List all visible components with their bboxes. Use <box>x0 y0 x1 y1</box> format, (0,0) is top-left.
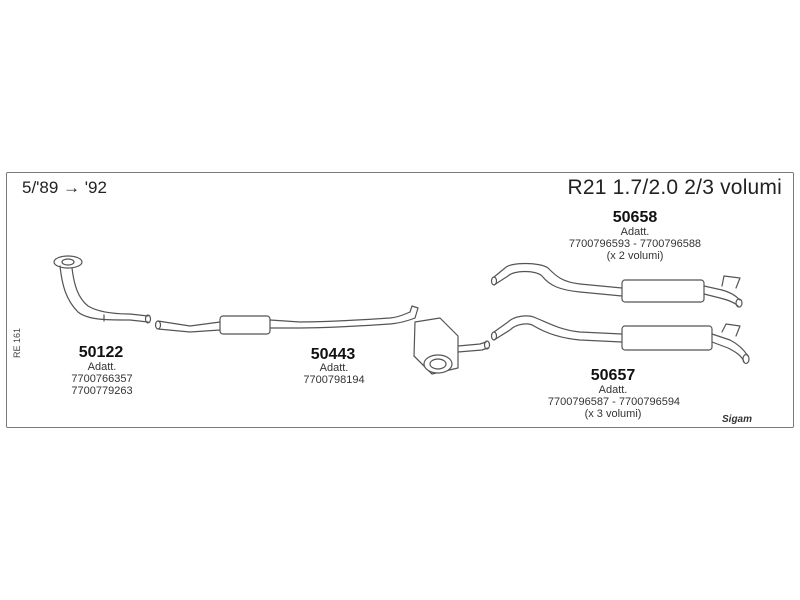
part-ref-50122-2: 7700779263 <box>71 385 133 397</box>
part-ref-50122-1: 7700766357 <box>71 373 133 385</box>
part-code-50658: 50658 <box>612 209 658 226</box>
vehicle-model: R21 1.7/2.0 2/3 volumi <box>567 176 782 199</box>
part-note-50658: (x 2 volumi) <box>606 250 664 262</box>
part-code-50443: 50443 <box>310 346 356 363</box>
part-code-50122: 50122 <box>78 344 124 361</box>
year-range: 5/'89 → '92 <box>22 178 107 197</box>
brand-logo: Sigam <box>722 414 753 425</box>
part-ref-50657-1: 7700796587 - 7700796594 <box>547 396 681 408</box>
part-50443-intermediate-pipe <box>154 305 491 375</box>
part-50657-rear-silencer <box>490 315 750 365</box>
part-ref-50443-1: 7700798194 <box>303 374 365 386</box>
part-note-50657: (x 3 volumi) <box>584 408 642 420</box>
part-adatt-50657: Adatt. <box>598 384 628 396</box>
part-50122-front-pipe <box>53 255 152 324</box>
part-ref-50658-1: 7700796593 - 7700796588 <box>568 238 702 250</box>
diagram-frame <box>6 172 794 428</box>
part-adatt-50122: Adatt. <box>87 361 117 373</box>
part-code-50657: 50657 <box>590 367 636 384</box>
part-adatt-50658: Adatt. <box>620 226 650 238</box>
part-50658-rear-silencer <box>490 262 743 308</box>
sheet-reference: RE 161 <box>12 327 22 358</box>
part-adatt-50443: Adatt. <box>319 362 349 374</box>
